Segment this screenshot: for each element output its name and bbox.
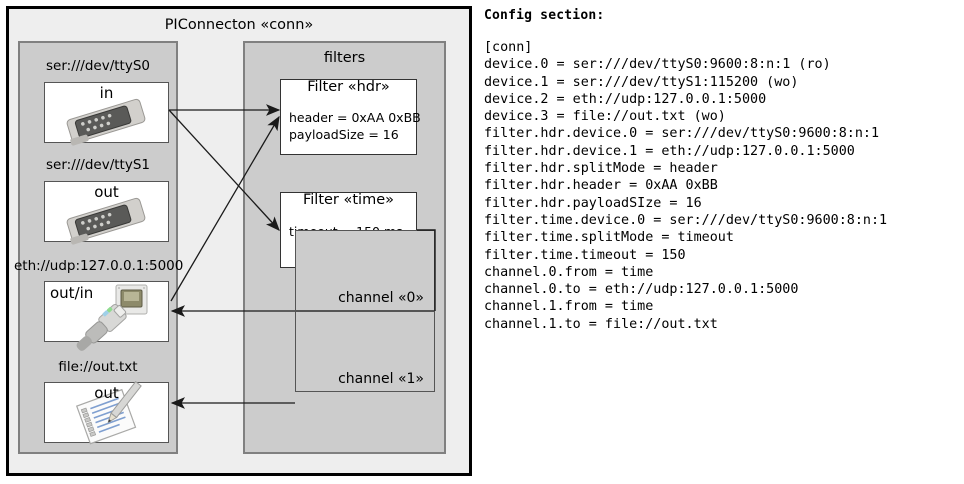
config-line: filter.hdr.header = 0xAA 0xBB — [484, 178, 718, 194]
config-line: filter.time.timeout = 150 — [484, 247, 686, 263]
channel-box-1[interactable]: channel «1» — [295, 311, 435, 392]
config-line: device.1 = ser:///dev/ttyS1:115200 (wo) — [484, 74, 799, 90]
device-label-ttys1: ser:///dev/ttyS1 — [46, 157, 150, 173]
device-label-eth: eth://udp:127.0.0.1:5000 — [14, 258, 184, 274]
filter-title-time: Filter «time» — [302, 192, 395, 208]
config-line: device.2 = eth://udp:127.0.0.1:5000 — [484, 91, 767, 107]
config-line: filter.time.splitMode = timeout — [484, 230, 734, 246]
config-line: filter.time.device.0 = ser:///dev/ttyS0:… — [484, 212, 888, 228]
filter-title-hdr: Filter «hdr» — [307, 79, 390, 95]
config-heading: Config section: — [484, 8, 605, 23]
device-io-ttys1: out — [94, 183, 119, 201]
filter-prop-hdr-header: header = 0xAA 0xBB — [289, 110, 421, 125]
device-io-eth: out/in — [50, 284, 94, 302]
channel-box-0[interactable]: channel «0» — [295, 230, 435, 311]
config-line: device.0 = ser:///dev/ttyS0:9600:8:n:1 (… — [484, 57, 831, 73]
config-line: filter.hdr.payloadSIze = 16 — [484, 195, 702, 211]
device-io-file: out — [94, 384, 119, 402]
config-line: filter.hdr.splitMode = header — [484, 161, 718, 177]
config-line: device.3 = file://out.txt (wo) — [484, 109, 726, 125]
filter-prop-hdr-payloadsize: payloadSize = 16 — [289, 127, 399, 142]
filter-box-hdr[interactable] — [280, 79, 417, 155]
component-title: PIConnecton «conn» — [164, 17, 314, 33]
filters-panel-title: filters — [323, 50, 366, 66]
device-io-ttys0: in — [99, 84, 114, 102]
device-label-file: file://out.txt — [58, 359, 138, 375]
device-label-ttys0: ser:///dev/ttyS0 — [46, 58, 150, 74]
config-line: channel.0.from = time — [484, 264, 654, 280]
config-line: channel.1.from = time — [484, 299, 654, 315]
config-line: filter.hdr.device.0 = ser:///dev/ttyS0:9… — [484, 126, 880, 142]
config-lines: [conn] device.0 = ser:///dev/ttyS0:9600:8… — [484, 39, 960, 333]
channel-label-0: channel «0» — [338, 290, 424, 306]
config-line: filter.hdr.device.1 = eth://udp:127.0.0.… — [484, 143, 855, 159]
config-section: Config section: [conn] device.0 = ser:///… — [484, 8, 960, 468]
config-line: channel.0.to = eth://udp:127.0.0.1:5000 — [484, 282, 799, 298]
config-line: channel.1.to = file://out.txt — [484, 316, 718, 332]
config-line: [conn] — [484, 40, 533, 55]
channel-label-1: channel «1» — [338, 371, 424, 387]
